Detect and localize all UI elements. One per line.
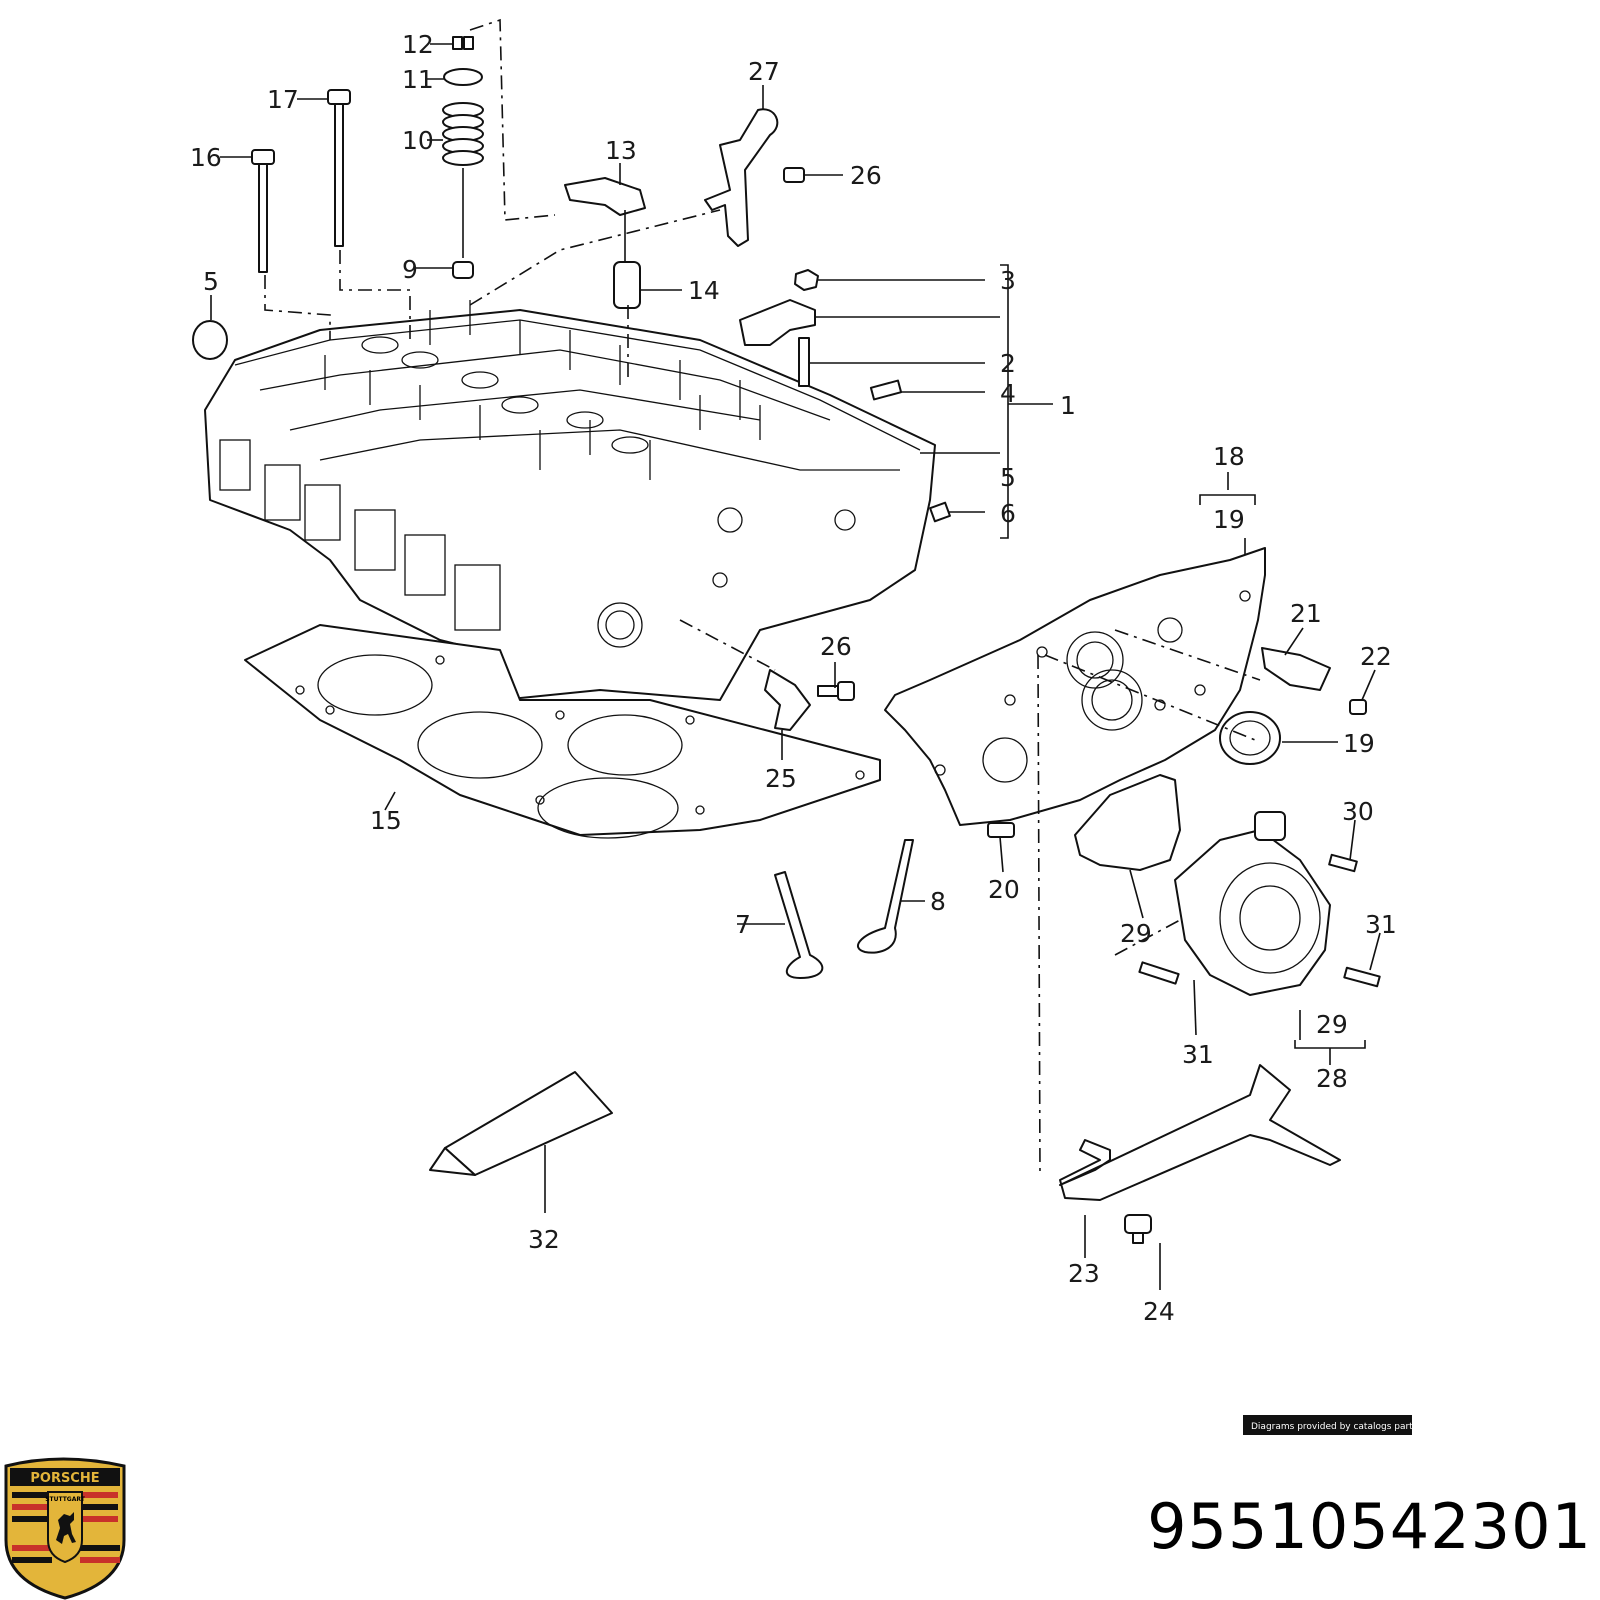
- crest-city-text: STUTTGART: [45, 1496, 86, 1503]
- label-14: 14: [688, 276, 720, 305]
- label-26-lower: 26: [820, 632, 852, 661]
- support-bracket: [1059, 1064, 1341, 1201]
- label-30: 30: [1342, 797, 1374, 826]
- crest-brand-text: PORSCHE: [30, 1471, 99, 1486]
- label-8: 8: [930, 887, 946, 916]
- valve-keepers: [452, 36, 474, 50]
- intake-valve: [774, 871, 824, 979]
- porsche-crest-logo: PORSCHE STUTTGART: [4, 1457, 126, 1600]
- label-29-gasket: 29: [1120, 919, 1152, 948]
- pump-bolt-31-right: [1343, 966, 1381, 988]
- label-18: 18: [1213, 442, 1245, 471]
- label-20: 20: [988, 875, 1020, 904]
- part-number: 95510542301: [1147, 1490, 1592, 1563]
- bracket-25: [764, 669, 811, 731]
- label-21: 21: [1290, 599, 1322, 628]
- label-9: 9: [402, 255, 418, 284]
- sensor-bolt: [1349, 699, 1367, 715]
- timing-cover: [884, 547, 1266, 826]
- head-gasket: [244, 624, 881, 839]
- sensor: [1261, 647, 1331, 691]
- label-12: 12: [402, 30, 434, 59]
- bolt-26-upper: [783, 167, 805, 183]
- spring-retainer: [443, 68, 483, 86]
- hex-nut: [794, 269, 819, 291]
- label-4: 4: [1000, 379, 1016, 408]
- label-29-pump: 29: [1316, 1010, 1348, 1039]
- bearing-cap: [739, 299, 816, 346]
- label-23: 23: [1068, 1259, 1100, 1288]
- label-28: 28: [1316, 1064, 1348, 1093]
- label-27: 27: [748, 57, 780, 86]
- leader-lines: [210, 43, 1381, 1290]
- label-22: 22: [1360, 642, 1392, 671]
- label-13: 13: [605, 136, 637, 165]
- horse-icon: [56, 1512, 76, 1544]
- label-7: 7: [735, 910, 751, 939]
- label-10: 10: [402, 126, 434, 155]
- label-5-plug: 5: [203, 267, 219, 296]
- diagram-credit: Diagrams provided by catalogs parts: [1243, 1415, 1418, 1435]
- part-labels: 12 11 10 9 17 16 5 13 14 27 26 3 2 4 1 5…: [190, 30, 1397, 1326]
- sealing-plug: [192, 320, 228, 360]
- rocker-arm: [564, 177, 646, 216]
- pump-gasket: [1074, 774, 1181, 871]
- label-25: 25: [765, 764, 797, 793]
- stud: [798, 337, 810, 387]
- label-24: 24: [1143, 1297, 1175, 1326]
- bracket-27: [704, 108, 779, 247]
- shaft-seal: [1219, 711, 1281, 765]
- label-17: 17: [267, 85, 299, 114]
- valve-spring: [442, 102, 484, 166]
- valve-stem-seal: [452, 261, 474, 279]
- credit-text: Diagrams provided by catalogs parts: [1251, 1422, 1418, 1432]
- cover-bolt: [987, 822, 1015, 838]
- bolt-26-lower: [817, 681, 855, 701]
- label-19-upper: 19: [1213, 505, 1245, 534]
- label-32: 32: [528, 1225, 560, 1254]
- label-16: 16: [190, 143, 222, 172]
- label-19-lower: 19: [1343, 729, 1375, 758]
- label-26-upper: 26: [850, 161, 882, 190]
- vacuum-pump: [1174, 811, 1331, 996]
- label-1: 1: [1060, 391, 1076, 420]
- dashed-guides: [264, 18, 1261, 1176]
- pump-bolt-30: [1328, 853, 1358, 873]
- sleeve: [929, 501, 951, 523]
- dowel-pin: [869, 379, 903, 401]
- label-31-left: 31: [1182, 1040, 1214, 1069]
- label-5: 5: [1000, 463, 1016, 492]
- label-31-right: 31: [1365, 910, 1397, 939]
- bracket-bolt: [1124, 1214, 1152, 1244]
- sealant-tube: [429, 1071, 613, 1176]
- label-2: 2: [1000, 349, 1016, 378]
- label-11: 11: [402, 65, 434, 94]
- exhaust-valve: [857, 839, 914, 954]
- label-15: 15: [370, 806, 402, 835]
- label-3: 3: [1000, 266, 1016, 295]
- cylinder-head: [204, 300, 936, 701]
- label-6: 6: [1000, 499, 1016, 528]
- pump-bolt-31-left: [1138, 961, 1180, 985]
- head-bolt-long: [327, 89, 351, 247]
- hydraulic-lifter: [613, 261, 641, 309]
- head-bolt-short: [251, 149, 275, 273]
